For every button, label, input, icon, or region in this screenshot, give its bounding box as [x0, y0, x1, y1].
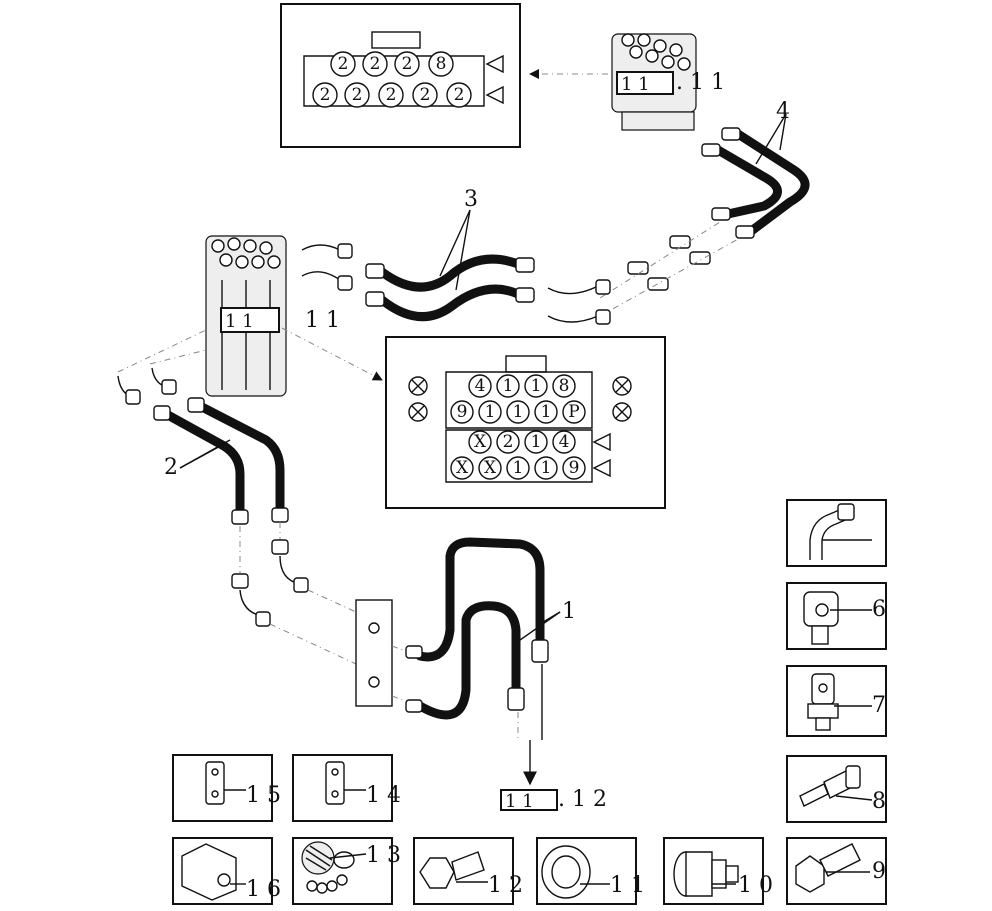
hose-group-4: 4: [701, 99, 810, 239]
triangle-marker-icon: [485, 54, 504, 74]
part-16-label: 1 6: [246, 877, 281, 902]
elbow-fittings-mid: [301, 243, 611, 325]
connector-top-row2: 2 2 2 2 2: [312, 82, 472, 108]
pin-label: 2: [402, 54, 413, 74]
pin-label: 1: [541, 458, 552, 478]
pin-label: 2: [370, 54, 381, 74]
fitting-chain-top: [599, 221, 741, 317]
part-box-14: 1 4: [292, 754, 401, 822]
hose-group-2: 2: [153, 397, 289, 525]
pin-label: 1: [541, 402, 552, 422]
part-6-label: 6: [872, 597, 886, 622]
pin-label: 1: [513, 402, 524, 422]
reference-tail-label: . 1 2: [558, 787, 607, 812]
pin-label: P: [568, 402, 579, 422]
connector-top-row1: 2 2 2 8: [330, 51, 454, 77]
connector-mid-row2: 9 1 1 1 P: [450, 400, 586, 424]
callout-2: 2: [164, 455, 178, 480]
connector-mid-panel: 4 1 1 8 9 1 1 1 P X 2 1 4 X X: [385, 336, 666, 509]
pin-label: 2: [338, 54, 349, 74]
hose-group-3: 3: [365, 187, 535, 322]
reference-tail-label: 1 1: [305, 308, 340, 333]
part-box-12: 1 2: [413, 837, 523, 905]
connector-mid-row3: X 2 1 4: [468, 430, 576, 454]
part-9-label: 9: [872, 859, 886, 884]
part-box-8: 8: [786, 755, 887, 823]
reference-tail-label: . 1 1: [676, 70, 725, 95]
part-box-7: 7: [786, 665, 887, 737]
pin-label: 8: [436, 54, 447, 74]
elbow-fittings-left: [117, 329, 207, 405]
part-12-label: 1 2: [488, 873, 523, 898]
pin-label: 1: [531, 376, 542, 396]
pin-label: 9: [569, 458, 580, 478]
pin-label: 4: [559, 432, 570, 452]
pin-label: 9: [457, 402, 468, 422]
part-box-13: 1 3: [292, 837, 401, 905]
pin-label: 2: [503, 432, 514, 452]
triangle-marker-icon: [485, 85, 504, 105]
reference-bottom: 1 1 . 1 2: [500, 664, 607, 812]
pin-label: X: [456, 458, 469, 478]
pin-label: 2: [420, 85, 431, 105]
pin-label: 2: [352, 85, 363, 105]
connector-mid-row4: X X 1 1 9: [450, 456, 586, 480]
valve-bank-left: 1 1 1 1: [205, 235, 340, 397]
part-10-label: 1 0: [738, 873, 773, 898]
reference-box-label: 1 1: [621, 74, 650, 95]
part-box-10: 1 0: [663, 837, 773, 905]
connector-top-panel: 2 2 2 8 2 2 2 2 2: [280, 3, 521, 148]
pin-label: 8: [559, 376, 570, 396]
part-box-16: 1 6: [172, 837, 281, 905]
pin-label: 1: [531, 432, 542, 452]
hose-group-1: 1: [405, 537, 576, 720]
part-box-11: 1 1: [536, 837, 645, 905]
pin-label: 2: [386, 85, 397, 105]
part-box-9: 9: [786, 837, 887, 905]
pin-label: X: [474, 432, 487, 452]
pin-label: 1: [513, 458, 524, 478]
pin-label: 1: [485, 402, 496, 422]
part-8-label: 8: [872, 789, 886, 814]
callout-3: 3: [464, 187, 478, 212]
part-11-label: 1 1: [610, 873, 645, 898]
valve-bank-top: 1 1 . 1 1: [611, 33, 725, 131]
part-7-label: 7: [872, 693, 886, 718]
reference-box-label: 1 1: [505, 791, 534, 812]
part-14-label: 1 4: [366, 783, 401, 808]
triangle-marker-icon: [592, 432, 611, 452]
pin-label: 2: [454, 85, 465, 105]
x-marker-icon: [408, 376, 632, 422]
triangle-marker-icon: [592, 458, 611, 478]
part-box-6: 6: [786, 582, 887, 650]
pin-label: 4: [475, 376, 486, 396]
connector-mid-row1: 4 1 1 8: [468, 374, 576, 398]
reference-box-label: 1 1: [225, 311, 254, 332]
part-box-elbow: [786, 499, 887, 567]
mounting-plate: [355, 599, 409, 707]
pin-label: X: [484, 458, 497, 478]
part-box-15: 1 5: [172, 754, 281, 822]
part-15-label: 1 5: [246, 783, 281, 808]
pin-label: 1: [503, 376, 514, 396]
part-13-label: 1 3: [366, 843, 401, 868]
lower-elbows: [231, 522, 357, 665]
pin-label: 2: [320, 85, 331, 105]
callout-4: 4: [776, 99, 790, 124]
callout-1: 1: [562, 599, 576, 624]
